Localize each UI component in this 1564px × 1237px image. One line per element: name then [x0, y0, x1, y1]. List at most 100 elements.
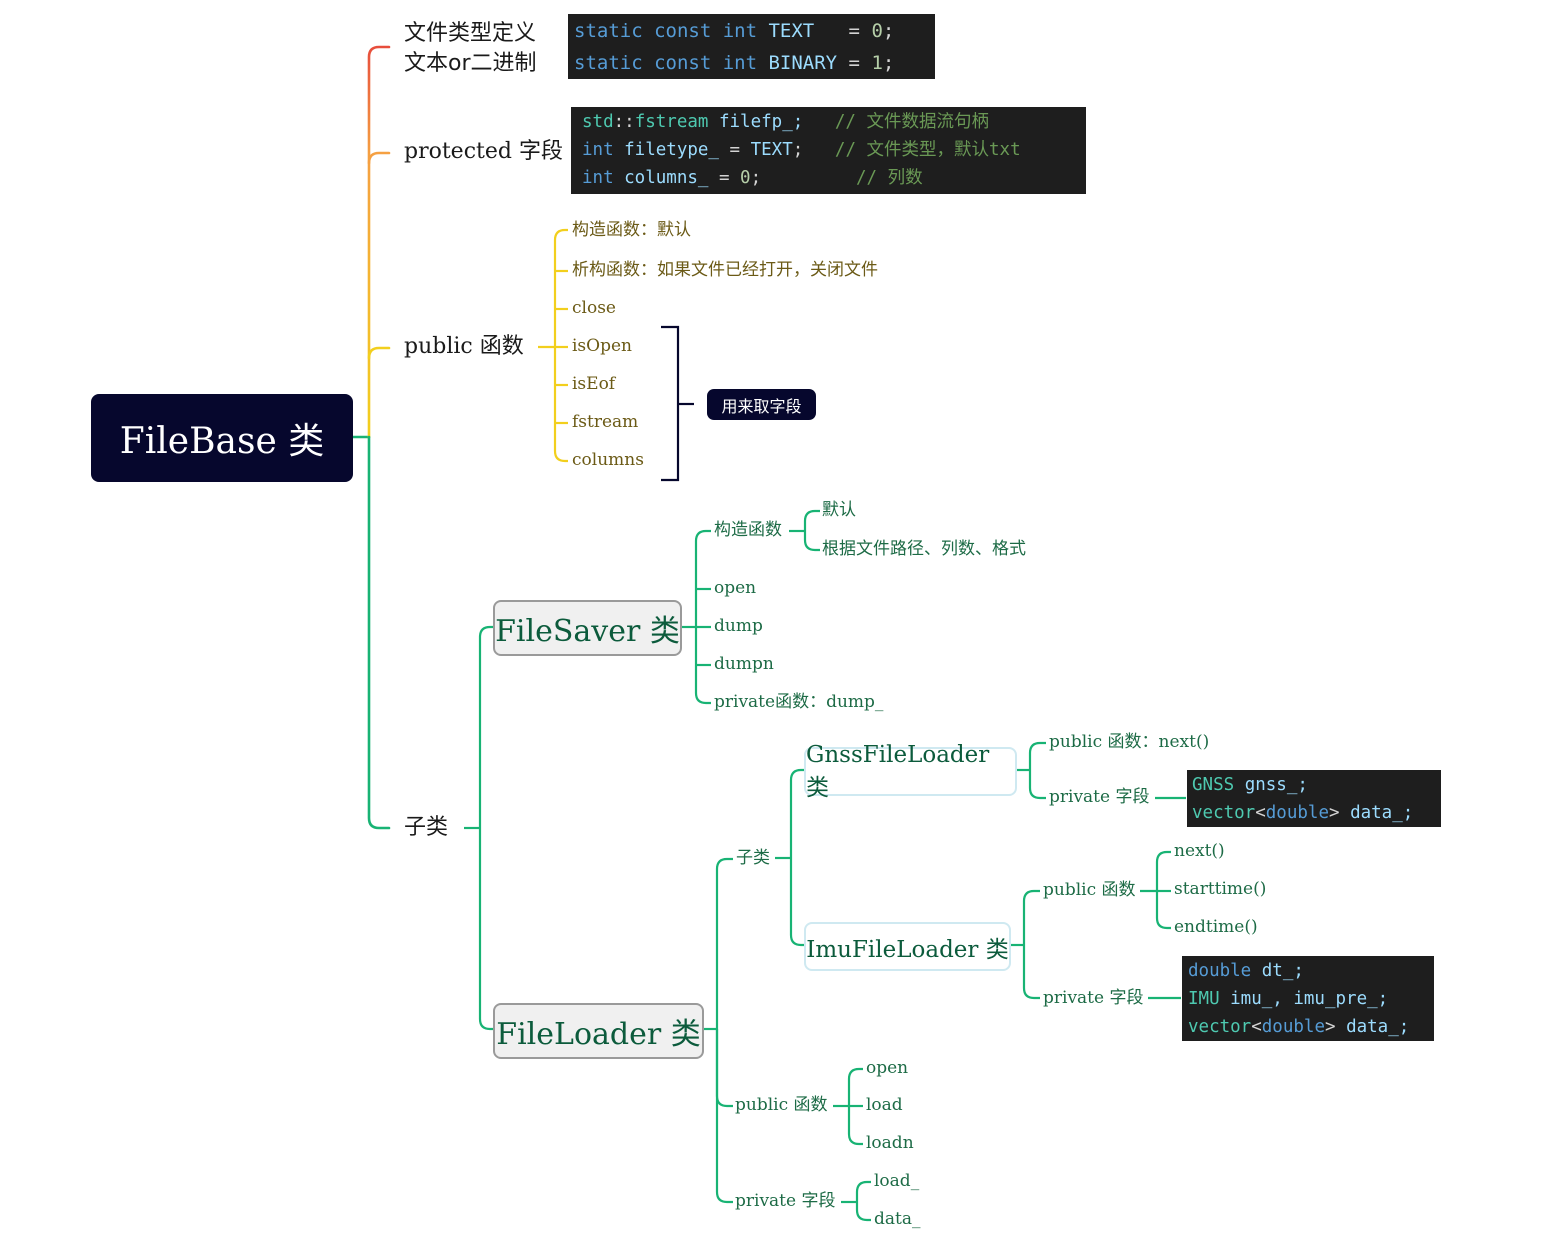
- code-token: double: [1188, 961, 1252, 981]
- code-line: int columns_ = 0; // 列数: [582, 164, 1086, 192]
- imu-public[interactable]: public 函数: [1043, 880, 1136, 900]
- fileloader-public-load[interactable]: load: [866, 1095, 903, 1115]
- code-token: double: [1265, 803, 1329, 823]
- code-block-type-def: static const int TEXT = 0;static const i…: [568, 14, 935, 79]
- code-token: // 列数: [761, 168, 923, 188]
- filesaver-dumpn[interactable]: dumpn: [714, 654, 774, 674]
- gnss-public[interactable]: public 函数：next(): [1049, 732, 1210, 752]
- public-item-columns[interactable]: columns: [572, 450, 644, 470]
- filesaver-ctor[interactable]: 构造函数: [714, 520, 782, 540]
- code-token: int: [582, 168, 614, 188]
- code-token: vector: [1188, 1017, 1252, 1037]
- code-token: 0: [871, 20, 883, 42]
- branch-protected-connector: [367, 151, 391, 165]
- public-item-close[interactable]: close: [572, 298, 616, 318]
- code-line: vector<double> data_;: [1188, 1013, 1434, 1041]
- code-token: ;: [792, 140, 804, 160]
- public-item-isopen[interactable]: isOpen: [572, 336, 632, 356]
- branch-public-connector: [367, 346, 391, 360]
- filesaver-ctor-path[interactable]: 根据文件路径、列数、格式: [822, 539, 1026, 559]
- filesaver-open[interactable]: open: [714, 578, 757, 598]
- imu-private[interactable]: private 字段: [1043, 988, 1144, 1008]
- fileloader-private[interactable]: private 字段: [735, 1191, 836, 1211]
- code-token: ;: [882, 52, 895, 74]
- node-gnssfileloader[interactable]: GnssFileLoader 类: [804, 742, 1017, 801]
- branch-public-functions[interactable]: public 函数: [404, 334, 524, 359]
- code-line: GNSS gnss_;: [1192, 771, 1441, 799]
- branch-type-def-connector: [367, 45, 391, 439]
- code-token: =: [729, 140, 751, 160]
- branch-subclass[interactable]: 子类: [404, 815, 449, 840]
- imu-label: ImuFileLoader 类: [806, 936, 1009, 963]
- code-token: columns_: [613, 168, 719, 188]
- code-token: static const int: [574, 20, 758, 42]
- branch-type-def-line1: 文件类型定义: [404, 21, 537, 46]
- code-token: 0: [740, 168, 751, 188]
- code-token: filefp_;: [708, 112, 804, 132]
- code-token: 1: [871, 52, 883, 74]
- code-token: std: [582, 112, 614, 132]
- branch-type-def[interactable]: 文件类型定义 文本or二进制: [404, 19, 537, 79]
- imu-public-starttime[interactable]: starttime(): [1174, 879, 1267, 899]
- code-line: IMU imu_, imu_pre_;: [1188, 985, 1434, 1013]
- code-line: int filetype_ = TEXT; // 文件类型，默认txt: [582, 136, 1086, 164]
- public-item-fstream[interactable]: fstream: [572, 412, 639, 432]
- filesaver-private-dump[interactable]: private函数：dump_: [714, 692, 884, 712]
- fileloader-subclass[interactable]: 子类: [736, 848, 770, 868]
- fileloader-public-loadn[interactable]: loadn: [866, 1133, 914, 1153]
- fileloader-public[interactable]: public 函数: [735, 1095, 828, 1115]
- gnss-label: GnssFileLoader 类: [806, 741, 990, 801]
- code-token: >: [1324, 1017, 1336, 1037]
- code-token: =: [848, 20, 872, 42]
- code-token: dt_;: [1251, 961, 1304, 981]
- code-token: =: [848, 52, 872, 74]
- code-token: data_;: [1335, 1017, 1410, 1037]
- code-token: GNSS: [1192, 775, 1235, 795]
- code-token: ;: [882, 20, 895, 42]
- branch-protected[interactable]: protected 字段: [404, 139, 563, 164]
- code-token: data_;: [1339, 803, 1414, 823]
- code-token: =: [718, 168, 741, 188]
- fileloader-public-open[interactable]: open: [866, 1058, 909, 1078]
- node-imufileloader[interactable]: ImuFileLoader 类: [804, 922, 1011, 971]
- code-token: int: [582, 140, 614, 160]
- code-token: >: [1328, 803, 1340, 823]
- code-token: ::: [613, 112, 635, 132]
- code-token: ;: [750, 168, 762, 188]
- code-token: double: [1261, 1017, 1325, 1037]
- group-bracket: [661, 325, 694, 482]
- fileloader-private-load[interactable]: load_: [874, 1171, 920, 1191]
- branch-subclass-connector: [367, 435, 391, 830]
- root-node-filebase[interactable]: FileBase 类: [91, 394, 353, 482]
- code-line: vector<double> data_;: [1192, 799, 1441, 827]
- node-fileloader[interactable]: FileLoader 类: [493, 1003, 704, 1059]
- fileloader-private-data[interactable]: data_: [874, 1209, 921, 1229]
- code-token: BINARY: [757, 52, 849, 74]
- gnss-private[interactable]: private 字段: [1049, 787, 1150, 807]
- imu-public-next[interactable]: next(): [1174, 841, 1225, 861]
- filesaver-label: FileSaver 类: [495, 614, 680, 649]
- code-block-imu: double dt_;IMU imu_, imu_pre_;vector<dou…: [1182, 956, 1434, 1041]
- filesaver-dump[interactable]: dump: [714, 616, 763, 636]
- fileloader-label: FileLoader 类: [496, 1017, 701, 1052]
- group-note-label: 用来取字段: [721, 396, 802, 416]
- public-item-iseof[interactable]: isEof: [572, 374, 616, 394]
- code-token: filetype_: [613, 140, 730, 160]
- imu-public-endtime[interactable]: endtime(): [1174, 917, 1258, 937]
- node-filesaver[interactable]: FileSaver 类: [493, 600, 682, 656]
- code-token: // 文件类型，默认txt: [803, 140, 1021, 160]
- public-item-ctor[interactable]: 构造函数：默认: [572, 220, 691, 240]
- public-item-dtor[interactable]: 析构函数：如果文件已经打开，关闭文件: [572, 260, 878, 280]
- code-line: double dt_;: [1188, 957, 1434, 985]
- code-line: static const int TEXT = 0;: [574, 15, 935, 47]
- code-token: TEXT: [757, 20, 849, 42]
- code-token: TEXT: [750, 140, 793, 160]
- branch-type-def-line2: 文本or二进制: [404, 51, 537, 76]
- code-token: <: [1255, 803, 1266, 823]
- group-note-badge[interactable]: 用来取字段: [707, 389, 816, 420]
- code-token: // 文件数据流句柄: [803, 112, 989, 132]
- code-token: gnss_;: [1234, 775, 1308, 795]
- filesaver-ctor-default[interactable]: 默认: [822, 500, 856, 520]
